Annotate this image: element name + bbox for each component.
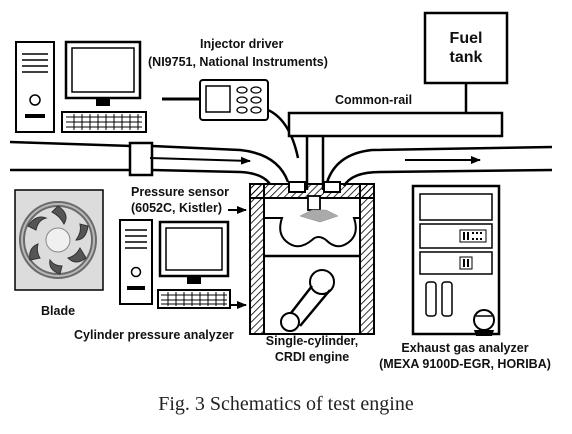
engine-cylinder-icon	[249, 181, 375, 335]
engine-type-label: CRDI engine	[274, 350, 350, 364]
exhaust-analyzer-model-label: (MEXA 9100D-EGR, HORIBA)	[379, 357, 551, 371]
computer-top-left-icon	[15, 40, 147, 133]
fuel-tank-label-line2: tank	[449, 49, 483, 66]
injector-driver-model-label: (NI9751, National Instruments)	[148, 55, 328, 69]
figure-caption: Fig. 3 Schematics of test engine	[158, 393, 414, 415]
cylinder-pressure-analyzer-label: Cylinder pressure analyzer	[74, 328, 234, 342]
blade-label: Blade	[41, 304, 76, 318]
exhaust-gas-analyzer-icon	[411, 184, 501, 336]
exhaust-analyzer-label: Exhaust gas analyzer	[401, 341, 529, 355]
fuel-tank-label-line1: Fuel	[449, 30, 483, 47]
pressure-sensor-model-label: (6052C, Kistler)	[131, 201, 223, 215]
pressure-sensor-label: Pressure sensor	[131, 185, 229, 199]
cylinder-pressure-analyzer-computer-icon	[119, 219, 231, 309]
fuel-tank-icon	[423, 11, 509, 113]
injector-driver-device-icon	[162, 79, 300, 159]
exhaust-pipe-icon	[324, 145, 553, 187]
intake-pipe-icon	[9, 140, 290, 185]
common-rail-label: Common-rail	[335, 93, 413, 107]
injector-driver-label: Injector driver	[200, 37, 284, 51]
engine-label: Single-cylinder,	[265, 334, 359, 348]
blade-photo	[14, 189, 104, 291]
common-rail-icon	[287, 111, 504, 190]
fuel-tank-label: Fuel tank	[425, 13, 507, 83]
